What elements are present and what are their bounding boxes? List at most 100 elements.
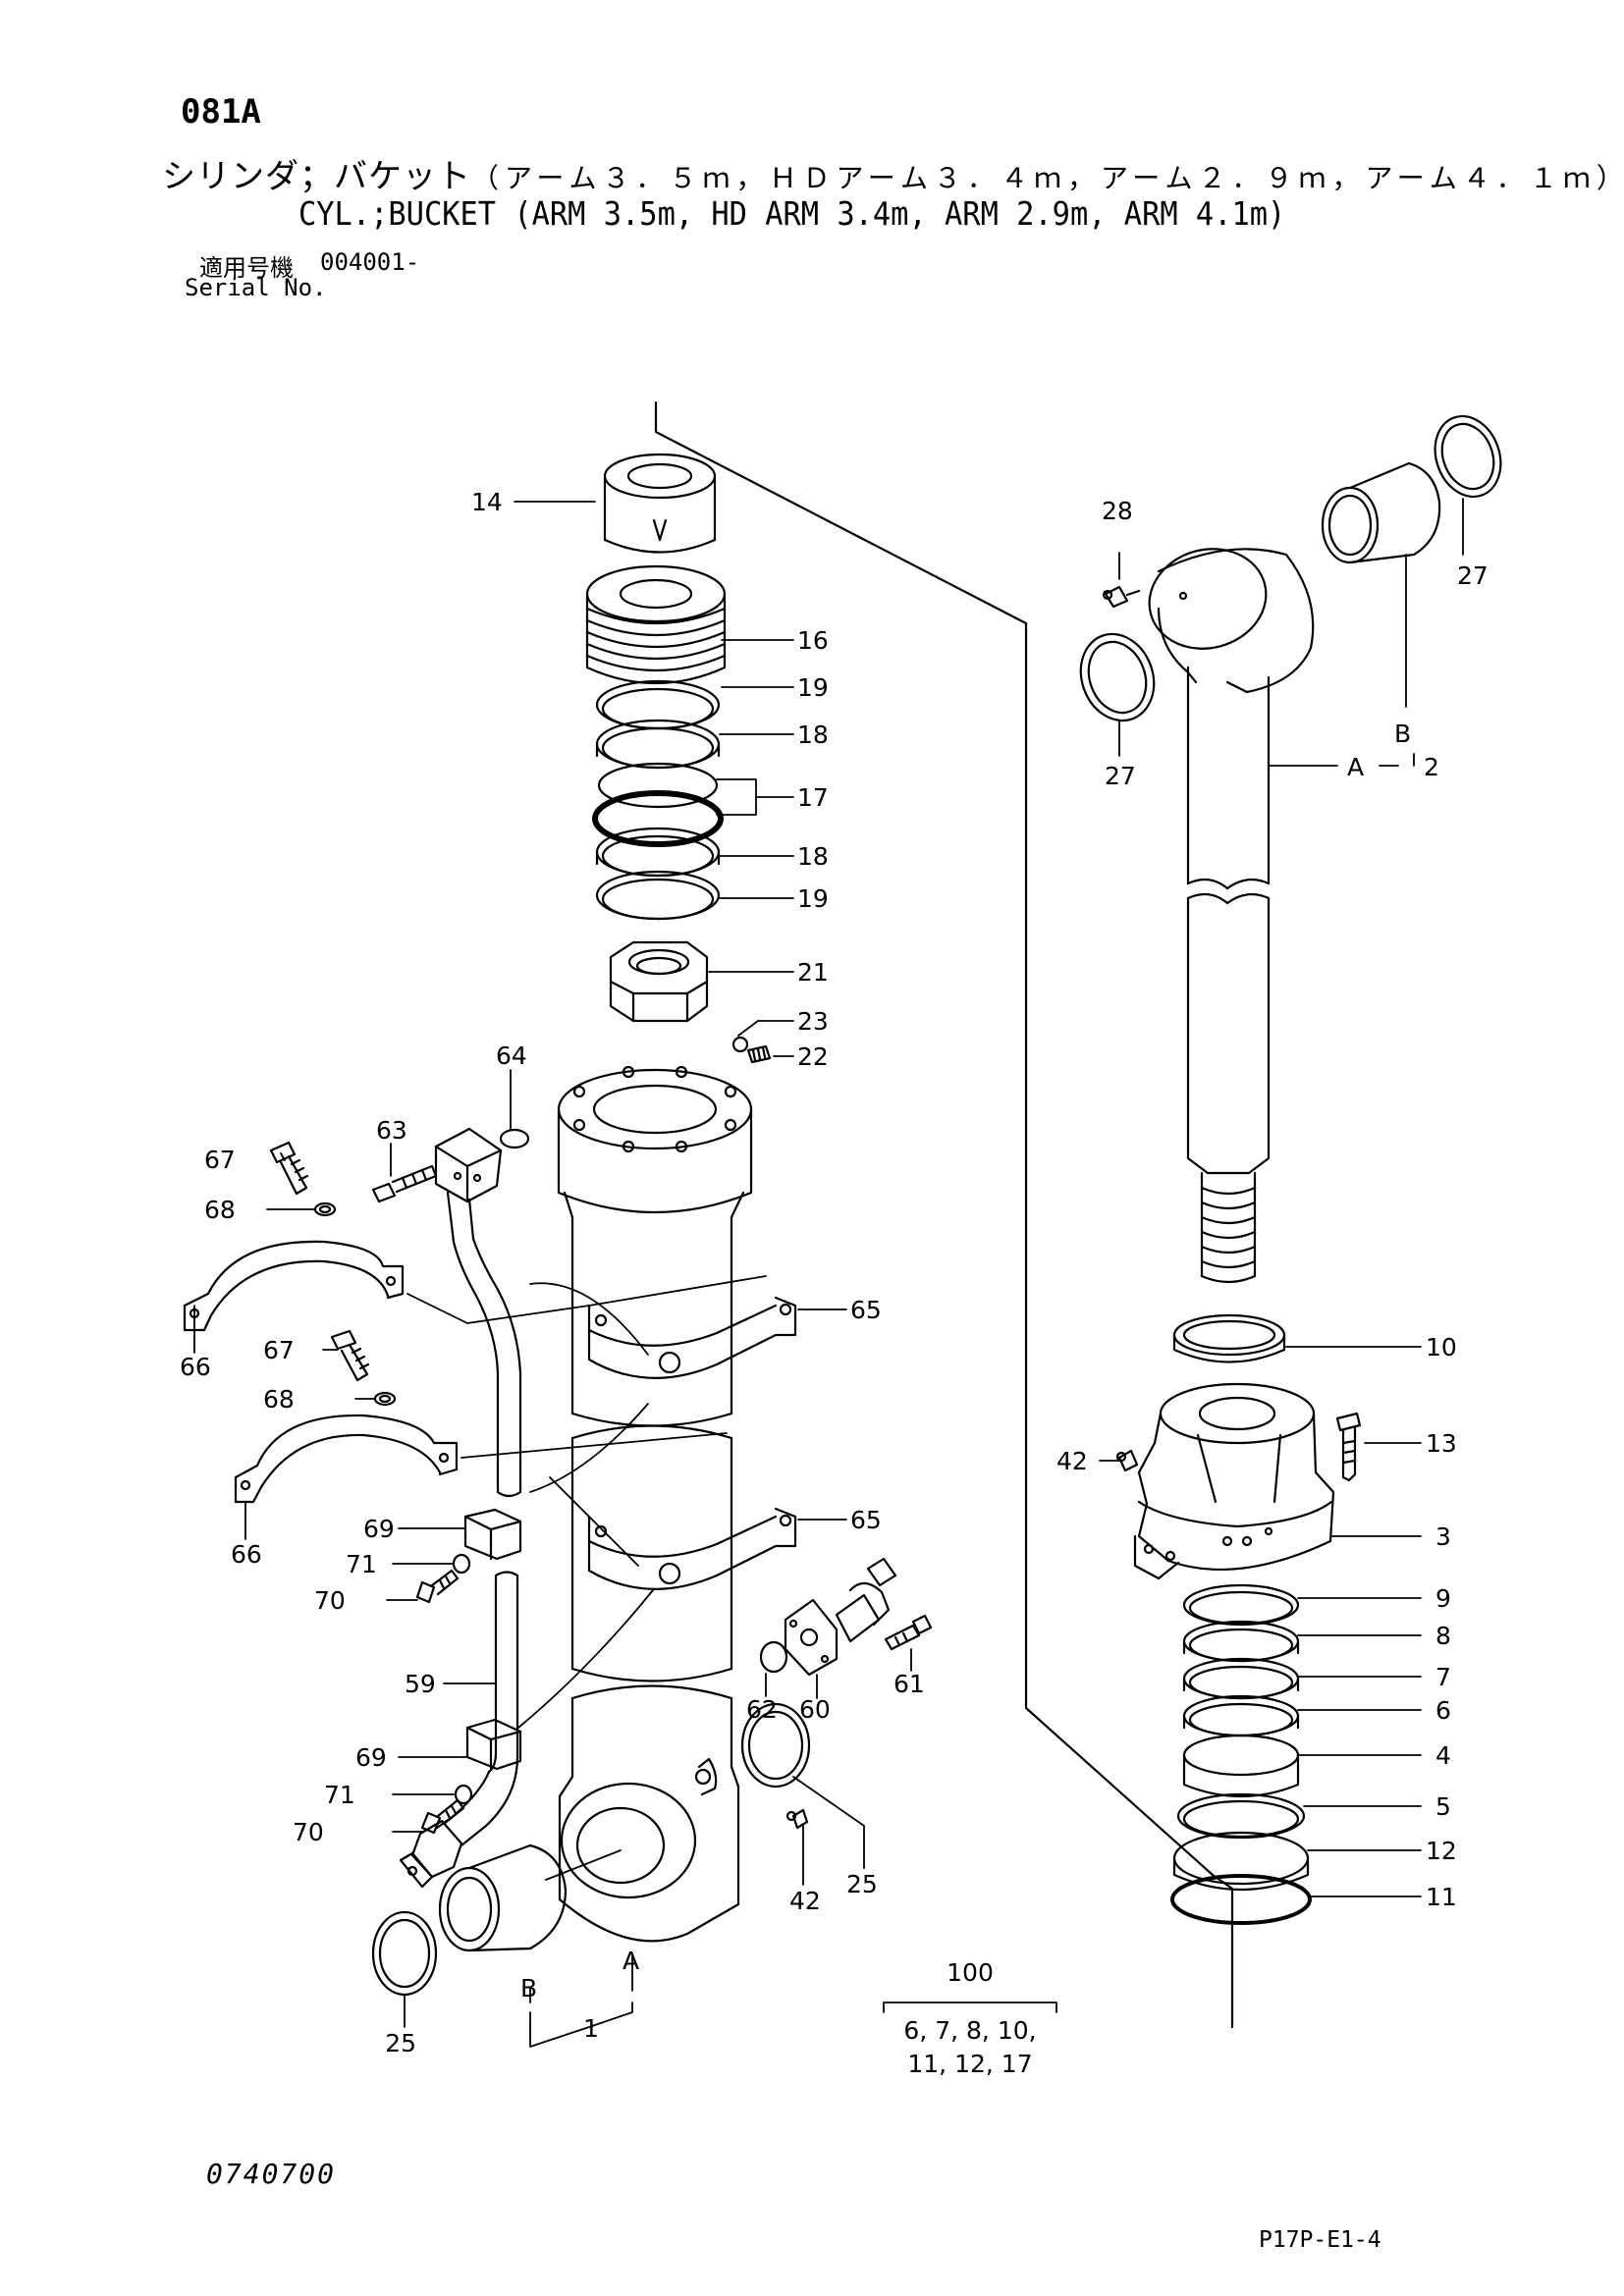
callout-69-upper: 69 [363,1515,395,1543]
part-42-grease-fitting-left [785,1808,809,1830]
part-27-seal-left [1079,632,1156,722]
part-4-wear-ring [1182,1734,1300,1798]
part-17-piston-rings [592,762,724,847]
part-70-bolt-lower [420,1798,465,1835]
pipe-flange-end [399,1819,463,1889]
part-69-pipe-clamp-upper [463,1508,522,1561]
callout-60: 60 [799,1695,831,1724]
callout-71-lower: 71 [324,1781,355,1809]
callout-b-rod: B [1394,720,1411,748]
part-b-bushing-left [438,1843,568,1952]
callout-67-upper: 67 [204,1146,236,1174]
callout-65-upper: 65 [850,1296,882,1324]
part-13-socket-bolt [1335,1412,1362,1482]
callout-71-upper: 71 [346,1550,377,1578]
part-71-washer-lower [454,1784,473,1805]
drawing-number: 0740700 [206,2158,337,2190]
callout-62: 62 [746,1695,778,1724]
callout-16: 16 [797,626,829,655]
callout-3: 3 [1435,1522,1451,1551]
callout-25-right: 25 [846,1870,878,1898]
callout-18-upper: 18 [797,721,829,749]
callout-22: 22 [797,1042,829,1071]
serial-label-english: Serial No. [185,274,327,301]
callout-2: 2 [1424,753,1439,781]
part-70-bolt-upper [415,1569,460,1604]
callout-10: 10 [1426,1333,1457,1362]
kit-contents-line2: 11, 12, 17 [907,2050,1032,2078]
part-60-flange-fitting [784,1557,897,1677]
callout-59: 59 [405,1670,436,1698]
part-65-clamp-lower [587,1507,797,1590]
callout-18-lower: 18 [797,842,829,871]
callout-11: 11 [1426,1883,1457,1911]
callout-12: 12 [1426,1837,1457,1865]
part-12-seal [1172,1831,1310,1892]
callout-28: 28 [1102,497,1133,525]
part-10-rod-seal [1172,1313,1286,1363]
callout-68-upper: 68 [204,1196,236,1224]
callout-9: 9 [1435,1584,1451,1613]
callout-1: 1 [583,2014,599,2043]
part-65-clamp-upper [587,1296,797,1379]
callout-8: 8 [1435,1622,1451,1650]
part-66-clamp-half-upper [183,1240,405,1332]
callout-69-lower: 69 [355,1743,387,1772]
part-19-backup-ring-lower [595,870,721,921]
part-16-gland-nut [585,564,727,685]
part-7-ring [1182,1657,1300,1700]
callout-19-lower: 19 [797,884,829,913]
callout-65-lower: 65 [850,1506,882,1534]
part-42-grease-fitting-right [1115,1449,1139,1472]
serial-label-japanese: 適用号機 [199,254,294,282]
callout-19-upper: 19 [797,673,829,702]
callout-64: 64 [496,1041,527,1070]
part-18-seal-upper [595,719,721,770]
part-62-o-ring [759,1640,788,1674]
part-68-washer-upper [313,1201,337,1217]
part-1-cylinder-tube [557,1065,753,1943]
leader-lines [193,498,1464,2048]
callout-25-left: 25 [385,2029,416,2057]
callout-6: 6 [1435,1696,1451,1725]
callout-27-right: 27 [1457,561,1489,590]
title-japanese-main: シリンダ；バケット [162,157,471,196]
callout-a-tube: A [623,1947,639,1975]
part-8-ring [1182,1620,1300,1663]
part-11-o-ring [1170,1874,1312,1925]
callout-70-lower: 70 [293,1818,324,1846]
part-22-set-screw [746,1044,772,1064]
part-5-ring [1176,1792,1306,1840]
block-fitting [434,1127,503,1203]
callout-4: 4 [1435,1741,1451,1770]
part-25-seal-left [371,1910,438,1997]
part-23-steel-ball [731,1036,749,1053]
part-18-seal-lower [595,827,721,878]
part-59-pipe [435,1571,519,1847]
part-61-socket-bolt [884,1614,933,1651]
title-japanese: シリンダ；バケット（アーム３．５ｍ，ＨＤアーム３．４ｍ，アーム２．９ｍ，アーム４… [162,149,1624,197]
callout-67-lower: 67 [263,1336,295,1364]
part-27-seal-right [1434,414,1502,499]
diagram-code: 081A [181,92,261,132]
callout-42-right: 42 [1056,1447,1088,1475]
part-6-ring [1182,1694,1300,1737]
callout-5: 5 [1435,1792,1451,1821]
part-67-bolt-lower [330,1329,370,1382]
part-71-washer-upper [452,1553,471,1575]
callout-14: 14 [471,488,503,516]
callout-42-left: 42 [789,1887,821,1915]
callout-7: 7 [1435,1663,1451,1691]
part-63-socket-bolt [371,1164,438,1203]
callout-70-upper: 70 [314,1586,346,1615]
kit-contents-line1: 6, 7, 8, 10, [903,2016,1036,2045]
callout-61: 61 [893,1670,925,1698]
part-b-bushing-right [1321,461,1441,564]
page-reference: P17P-E1-4 [1259,2227,1381,2253]
part-9-ring [1182,1583,1300,1627]
part-21-hex-nut [609,940,709,1023]
callout-68-lower: 68 [263,1385,295,1414]
serial-number: 004001- [320,248,420,276]
